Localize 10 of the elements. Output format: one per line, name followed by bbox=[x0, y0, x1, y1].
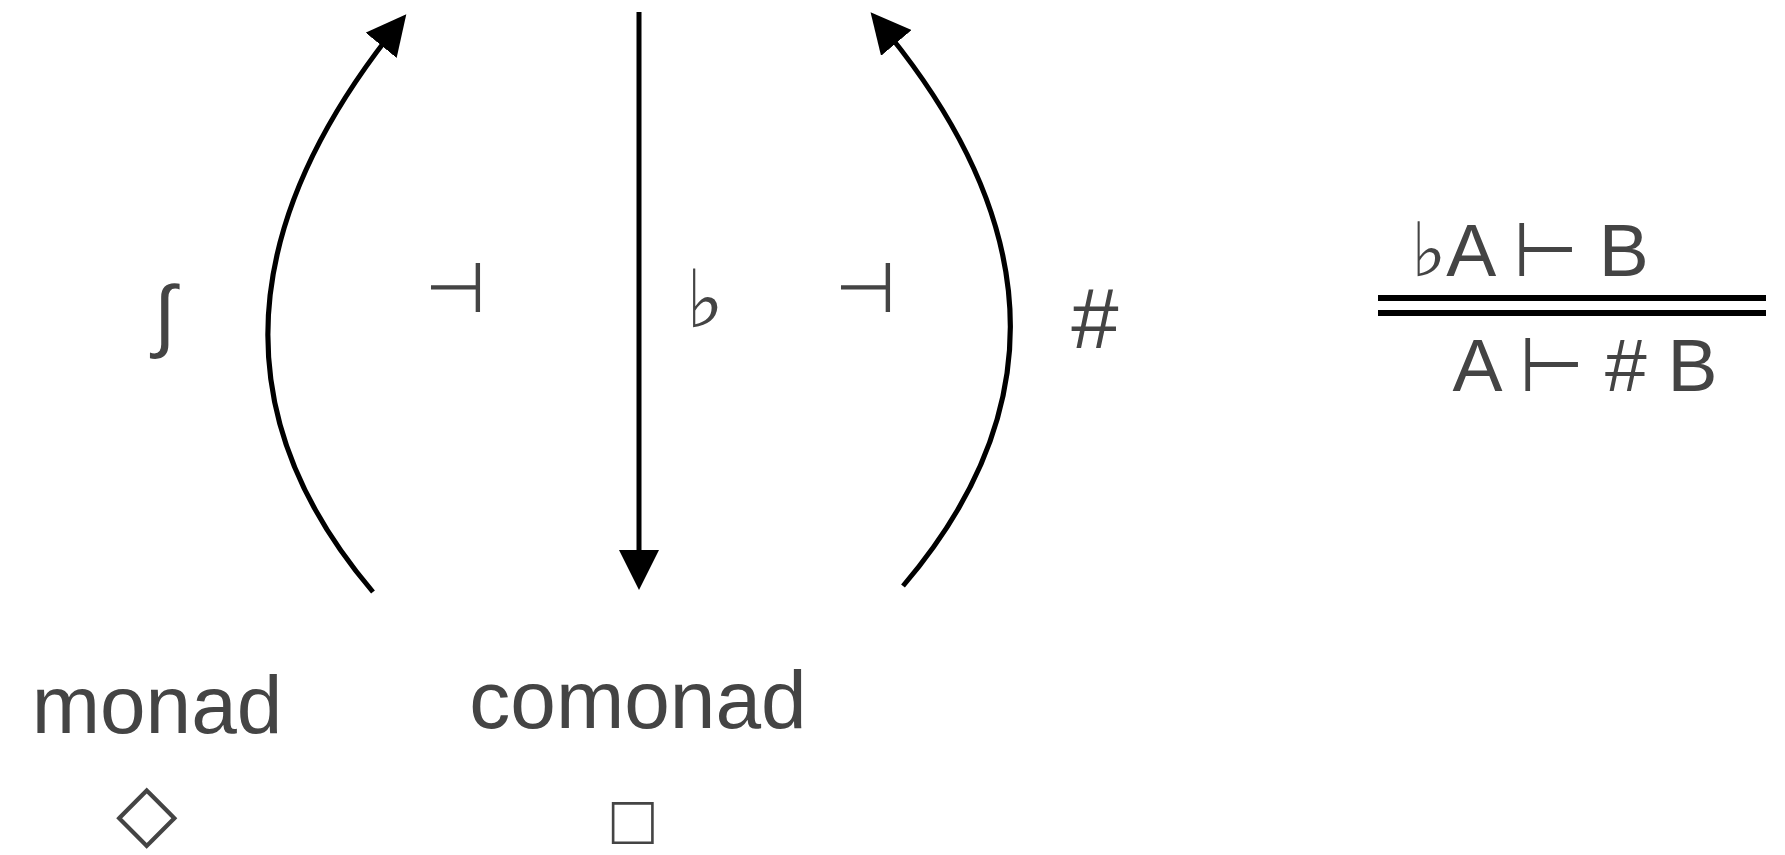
label: monad bbox=[31, 664, 283, 746]
symbol: ♭ bbox=[686, 260, 724, 340]
symbol: # bbox=[1071, 275, 1119, 361]
symbol: ⊣ bbox=[834, 253, 896, 323]
symbol: ⊣ bbox=[424, 253, 486, 323]
formula: ♭A ⊢ B bbox=[1411, 212, 1649, 288]
symbol: ◇ bbox=[116, 772, 178, 852]
symbol: □ bbox=[611, 785, 655, 855]
label: comonad bbox=[469, 659, 807, 741]
formula: A ⊢ # B bbox=[1452, 327, 1718, 403]
